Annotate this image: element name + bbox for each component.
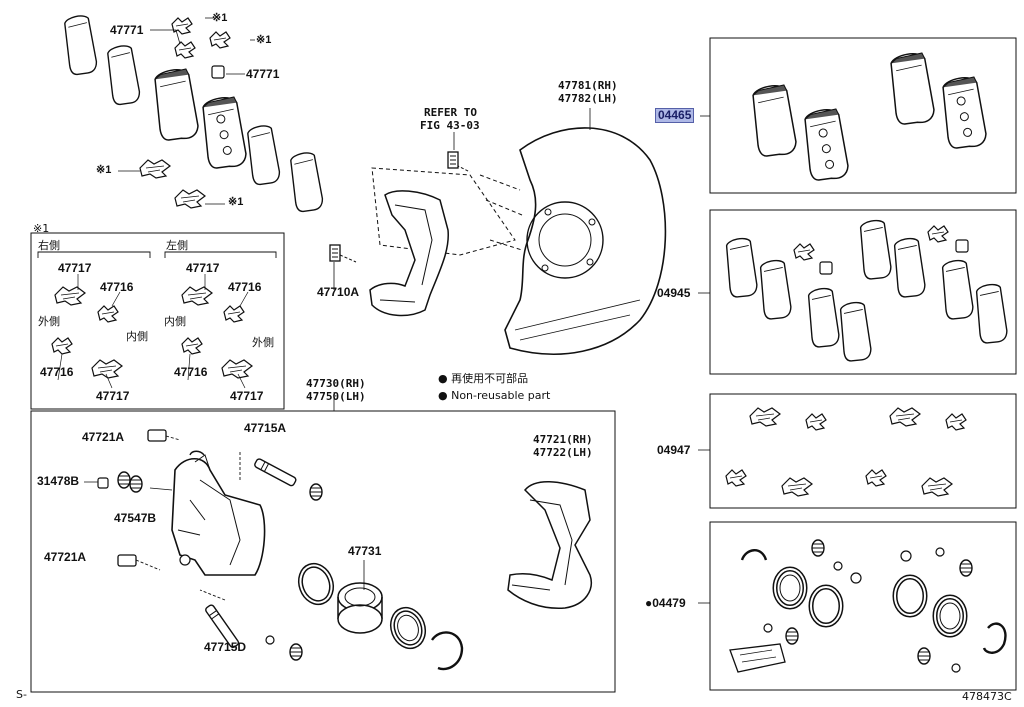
part-47547B[interactable]: 47547B bbox=[114, 511, 157, 525]
shim-r-47717-bot[interactable]: 47717 bbox=[96, 389, 130, 403]
mark-1-b: ※1 bbox=[256, 34, 272, 46]
part-dust-cover-rh[interactable]: 47781(RH) bbox=[558, 79, 618, 92]
shim-right-side: 右側 bbox=[38, 239, 60, 252]
diagram-code: 478473C bbox=[962, 690, 1012, 703]
shim-inner-label: 内側 bbox=[126, 330, 148, 343]
part-04945[interactable]: 04945 bbox=[657, 286, 691, 300]
part-47721A-top[interactable]: 47721A bbox=[82, 430, 125, 444]
pad-kit-exploded bbox=[62, 13, 325, 213]
shim-outer-label: 外側 bbox=[38, 315, 60, 328]
shim-box-frame bbox=[30, 232, 285, 410]
dust-cover bbox=[479, 127, 667, 355]
shim-inner-left-label: 内側 bbox=[164, 315, 186, 328]
part-47715D[interactable]: 47715D bbox=[204, 640, 247, 654]
part-31478B[interactable]: 31478B bbox=[37, 474, 80, 488]
shim-r-47716-bot[interactable]: 47716 bbox=[40, 365, 74, 379]
part-47771-top[interactable]: 47771 bbox=[110, 23, 144, 37]
refer-note-line2[interactable]: FIG 43-03 bbox=[420, 119, 480, 132]
legend-non-reusable-en: ● Non-reusable part bbox=[438, 389, 551, 402]
mark-1-a: ※1 bbox=[212, 12, 228, 24]
part-caliper-rh[interactable]: 47730(RH) bbox=[306, 377, 366, 390]
part-47771-clip[interactable]: 47771 bbox=[246, 67, 280, 81]
part-04465-highlighted[interactable]: 04465 bbox=[655, 108, 695, 123]
caliper-mount-upper bbox=[339, 162, 516, 317]
part-mount-rh[interactable]: 47721(RH) bbox=[533, 433, 593, 446]
shim-l-47717-top[interactable]: 47717 bbox=[186, 261, 220, 275]
shim-box-title: ※1 bbox=[33, 222, 50, 235]
part-47721A-bottom[interactable]: 47721A bbox=[44, 550, 87, 564]
part-04947[interactable]: 04947 bbox=[657, 443, 691, 457]
refer-note-line1: REFER TO bbox=[424, 106, 477, 119]
shim-r-47717-top[interactable]: 47717 bbox=[58, 261, 92, 275]
shim-outer-left-label: 外側 bbox=[252, 336, 274, 349]
part-04479[interactable]: ●04479 bbox=[645, 596, 686, 610]
shim-l-47717-bot[interactable]: 47717 bbox=[230, 389, 264, 403]
shim-left-side: 左側 bbox=[166, 239, 188, 252]
shim-l-47716-bot[interactable]: 47716 bbox=[174, 365, 208, 379]
part-47710A[interactable]: 47710A bbox=[317, 285, 360, 299]
part-47731[interactable]: 47731 bbox=[348, 544, 382, 558]
part-47715A[interactable]: 47715A bbox=[244, 421, 287, 435]
legend-non-reusable-jp: ● 再使用不可部品 bbox=[438, 372, 529, 385]
part-mount-lh[interactable]: 47722(LH) bbox=[533, 446, 593, 459]
part-caliper-lh[interactable]: 47750(LH) bbox=[306, 390, 366, 403]
part-dust-cover-lh[interactable]: 47782(LH) bbox=[558, 92, 618, 105]
caliper-mount-lower bbox=[507, 481, 592, 609]
mark-1-d: ※1 bbox=[228, 196, 244, 208]
caliper-body bbox=[171, 450, 266, 576]
shim-l-47716-top[interactable]: 47716 bbox=[228, 280, 262, 294]
corner-mark: S- bbox=[16, 688, 27, 701]
mark-1-c: ※1 bbox=[96, 164, 112, 176]
shim-r-47716-top[interactable]: 47716 bbox=[100, 280, 134, 294]
